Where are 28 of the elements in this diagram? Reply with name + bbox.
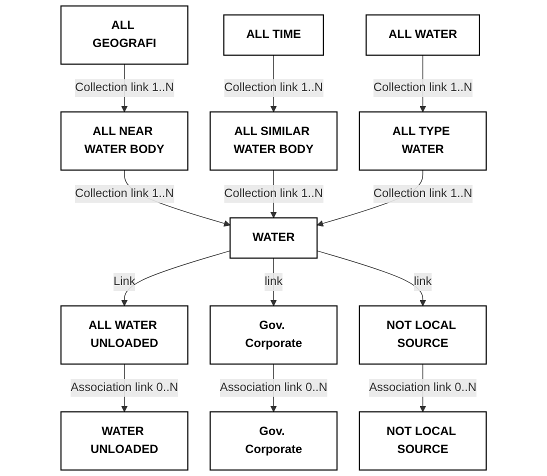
node-box: ALL SIMILAR WATER BODY bbox=[210, 111, 338, 171]
node-box: NOT LOCAL SOURCE bbox=[358, 305, 487, 365]
node-box: WATER bbox=[229, 217, 318, 259]
node-box: ALL TYPE WATER bbox=[358, 111, 487, 171]
edge-label: Association link 0..N bbox=[70, 381, 178, 394]
edge-label: Association link 0..N bbox=[368, 381, 476, 394]
edge-label: Collection link 1..N bbox=[224, 187, 323, 200]
edge-label: Collection link 1..N bbox=[224, 81, 323, 94]
node-box: NOT LOCAL SOURCE bbox=[358, 411, 487, 471]
node-box: ALL TIME bbox=[223, 14, 324, 56]
edge-label: Collection link 1..N bbox=[373, 81, 472, 94]
node-box: WATER UNLOADED bbox=[60, 411, 188, 471]
arrow bbox=[316, 250, 426, 306]
node-box: ALL WATER UNLOADED bbox=[60, 305, 188, 365]
node-box: Gov. Corporate bbox=[210, 305, 338, 365]
arrow bbox=[270, 258, 277, 306]
node-box: ALL GEOGRAFI bbox=[60, 5, 188, 65]
edge-label: Collection link 1..N bbox=[74, 81, 174, 94]
edge-label: Collection link 1..N bbox=[74, 187, 174, 200]
node-box: Gov. Corporate bbox=[210, 411, 338, 471]
edge-label: link bbox=[264, 275, 282, 288]
edge-label: Link bbox=[113, 275, 136, 288]
node-box: ALL NEAR WATER BODY bbox=[60, 111, 188, 171]
node-box: ALL WATER bbox=[366, 14, 480, 56]
arrow bbox=[121, 250, 230, 306]
edge-label: Collection link 1..N bbox=[373, 187, 472, 200]
edge-label: Association link 0..N bbox=[220, 381, 328, 394]
edge-label: link bbox=[414, 275, 432, 288]
